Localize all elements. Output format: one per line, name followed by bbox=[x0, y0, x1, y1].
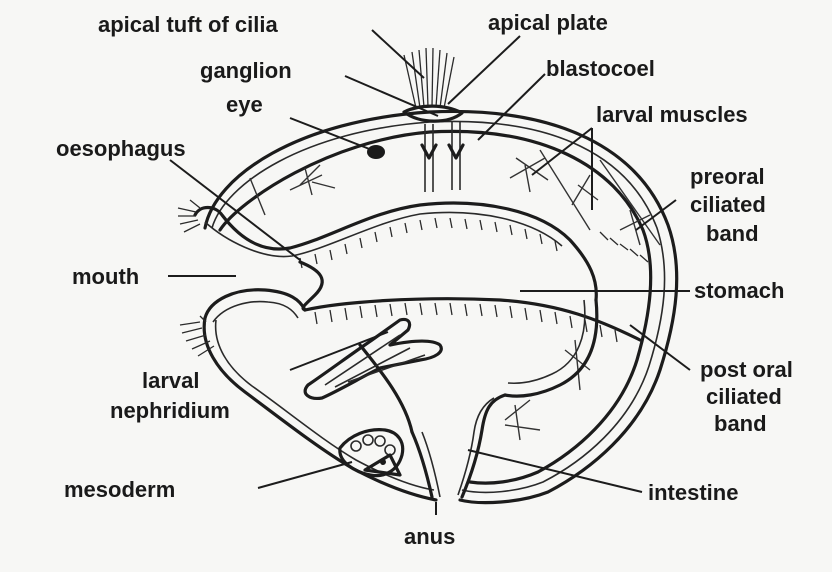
label-intestine: intestine bbox=[648, 480, 738, 505]
label-apical-plate: apical plate bbox=[488, 10, 608, 35]
label-ganglion: ganglion bbox=[200, 58, 292, 83]
label-nephridium-1: larval bbox=[142, 368, 200, 393]
label-eye: eye bbox=[226, 92, 263, 117]
label-blastocoel: blastocoel bbox=[546, 56, 655, 81]
body-wall bbox=[204, 111, 677, 502]
label-preoral-2: ciliated bbox=[690, 192, 766, 217]
label-nephridium-2: nephridium bbox=[110, 398, 230, 423]
label-postoral-1: post oral bbox=[700, 357, 793, 382]
mesoderm bbox=[340, 430, 403, 476]
label-apical-tuft: apical tuft of cilia bbox=[98, 12, 278, 37]
label-oesophagus: oesophagus bbox=[56, 136, 186, 161]
label-anus: anus bbox=[404, 524, 455, 549]
label-preoral-1: preoral bbox=[690, 164, 765, 189]
larval-nephridium bbox=[305, 319, 441, 398]
label-postoral-2: ciliated bbox=[706, 384, 782, 409]
eye-spot bbox=[367, 145, 385, 159]
gut bbox=[178, 200, 648, 497]
label-mesoderm: mesoderm bbox=[64, 477, 175, 502]
label-mouth: mouth bbox=[72, 264, 139, 289]
label-postoral-3: band bbox=[714, 411, 767, 436]
apical-tuft-cilia bbox=[404, 48, 454, 108]
label-preoral-3: band bbox=[706, 221, 759, 246]
label-larval-muscles: larval muscles bbox=[596, 102, 748, 127]
label-stomach: stomach bbox=[694, 278, 784, 303]
apical-plate-ganglion bbox=[404, 106, 463, 192]
